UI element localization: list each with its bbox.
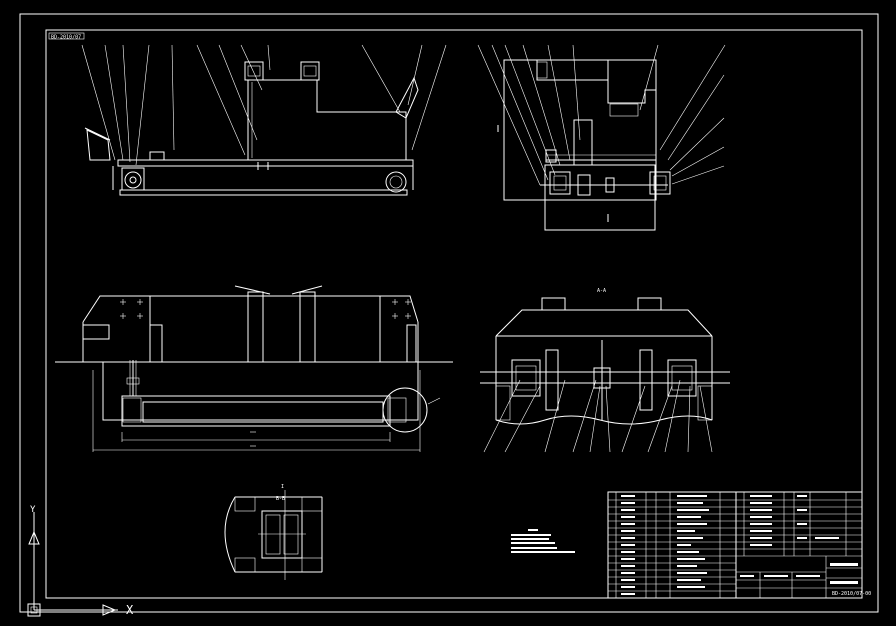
- section-bb-detail: I B-B: [224, 484, 323, 580]
- outer-sheet-border: [19, 13, 879, 613]
- end-elevation-view: [477, 44, 726, 231]
- side-elevation-view: [81, 44, 447, 196]
- plan-view: [55, 285, 453, 452]
- ucs-y-label: Y: [30, 505, 36, 515]
- ucs-coordinate-icon: Y X: [27, 505, 134, 617]
- detail-view-mark: I: [281, 484, 284, 490]
- corner-tag: BD-2010/07: [48, 32, 85, 41]
- section-bb-label: B-B: [276, 496, 285, 502]
- section-aa-view: A-A: [480, 288, 730, 453]
- ucs-x-label: X: [126, 603, 134, 617]
- title-block[interactable]: BD-2010/07-00: [607, 491, 871, 599]
- inner-drawing-frame: [45, 29, 863, 599]
- corner-tag-text: BD-2010/07: [51, 35, 81, 41]
- section-aa-label: A-A: [597, 288, 606, 294]
- bom-text-blocks: [621, 495, 858, 595]
- technical-notes[interactable]: [511, 529, 575, 553]
- drawing-number-text: BD-2010/07-00: [832, 591, 871, 597]
